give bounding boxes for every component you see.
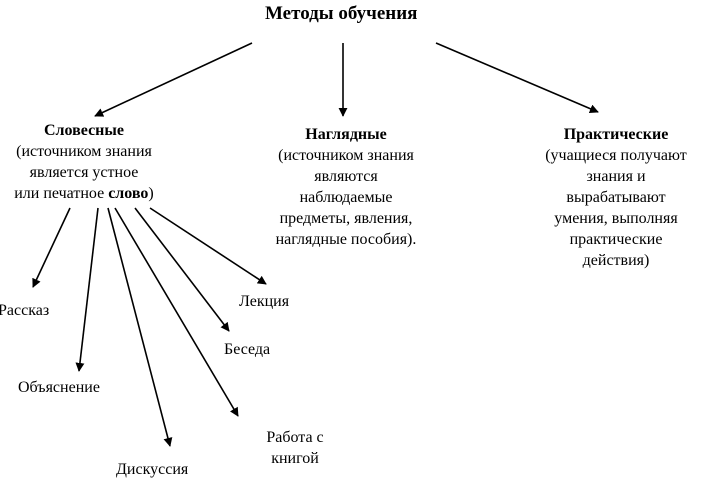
arrow-to-book <box>114 207 239 417</box>
arrow-to-conversation <box>134 207 230 332</box>
diagram-title: Методы обучения <box>265 3 418 24</box>
visual-desc-line-4: предметы, явления, <box>279 210 413 227</box>
arrow-to-story <box>32 207 71 288</box>
visual-desc-line-5: наглядные пособия). <box>275 231 417 248</box>
practical-methods-block: Практические (учащиеся получают знания и… <box>530 124 702 271</box>
method-book-line-2: книгой <box>271 450 319 467</box>
method-conversation: Беседа <box>224 341 271 358</box>
practical-desc-line-4: умения, выполняя <box>554 210 678 227</box>
practical-desc-line-2: знания и <box>586 168 646 185</box>
verbal-methods-block: Словесные (источником знания является ус… <box>0 120 168 204</box>
verbal-heading: Словесные <box>44 122 124 139</box>
verbal-desc-line-2: является устное <box>29 164 139 181</box>
verbal-desc-bold-word: слово <box>108 185 149 202</box>
arrow-to-discussion <box>107 207 173 447</box>
method-explanation: Объяснение <box>18 379 100 396</box>
arrow-to-explanation <box>75 207 99 372</box>
method-book-line-1: Работа с <box>266 429 324 446</box>
verbal-desc-suffix: ) <box>148 185 154 202</box>
method-book: Работа с книгой <box>252 427 338 469</box>
practical-desc-line-1: (учащиеся получают <box>545 147 687 164</box>
arrow-title-to-verbal <box>94 42 253 117</box>
arrow-title-to-practical <box>435 42 599 113</box>
visual-heading: Наглядные <box>305 126 387 143</box>
practical-desc-line-3: вырабатывают <box>566 189 666 206</box>
method-lecture: Лекция <box>239 293 290 310</box>
verbal-desc-line-1: (источником знания <box>16 143 152 160</box>
visual-desc-line-2: являются <box>314 168 378 185</box>
visual-methods-block: Наглядные (источником знания являются на… <box>253 124 439 250</box>
method-discussion: Дискуссия <box>116 461 189 478</box>
verbal-desc-prefix: или печатное <box>14 185 109 202</box>
practical-heading: Практические <box>563 126 669 143</box>
practical-desc-line-6: действия) <box>582 252 650 269</box>
visual-desc-line-1: (источником знания <box>278 147 414 164</box>
verbal-desc-line-3: или печатное слово) <box>0 183 168 204</box>
practical-desc-line-5: практические <box>569 231 663 248</box>
visual-desc-line-3: наблюдаемые <box>299 189 393 206</box>
method-story: Рассказ <box>0 302 50 319</box>
arrow-to-lecture <box>149 207 267 285</box>
